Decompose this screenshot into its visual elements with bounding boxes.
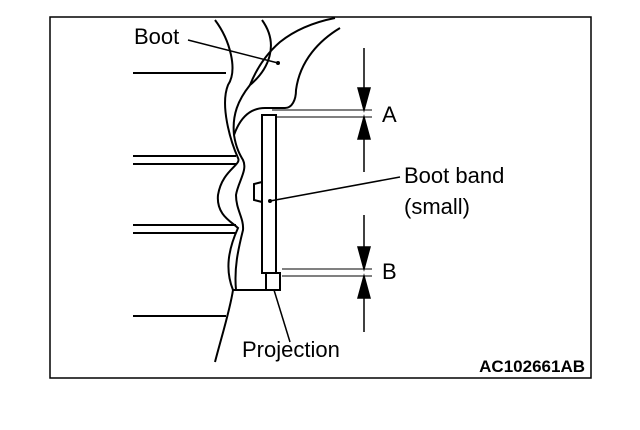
projection bbox=[265, 272, 281, 291]
boot-inner-contour bbox=[232, 19, 272, 291]
figure-code: AC102661AB bbox=[479, 357, 585, 376]
extension-lines bbox=[272, 109, 372, 277]
dimension-a-arrows bbox=[357, 48, 371, 172]
boot-label: Boot bbox=[134, 24, 179, 49]
projection-label: Projection bbox=[242, 337, 340, 362]
boot-band-label-line1: Boot band bbox=[404, 163, 504, 188]
boot-outer-contour bbox=[214, 19, 240, 363]
band-clamp-bump bbox=[253, 181, 263, 203]
boot-bulge-profile bbox=[233, 17, 341, 136]
dimension-b-label: B bbox=[382, 259, 397, 284]
leader-lines bbox=[187, 39, 401, 343]
leader-dots bbox=[268, 61, 280, 203]
boot-lower-edge bbox=[233, 273, 267, 291]
dimension-a-label: A bbox=[382, 102, 397, 127]
figure-frame bbox=[49, 16, 592, 379]
boot-band-label-line2: (small) bbox=[404, 194, 470, 219]
shaft-lines bbox=[133, 72, 236, 317]
boot-band bbox=[261, 114, 277, 274]
dimension-b-arrows bbox=[357, 215, 371, 332]
